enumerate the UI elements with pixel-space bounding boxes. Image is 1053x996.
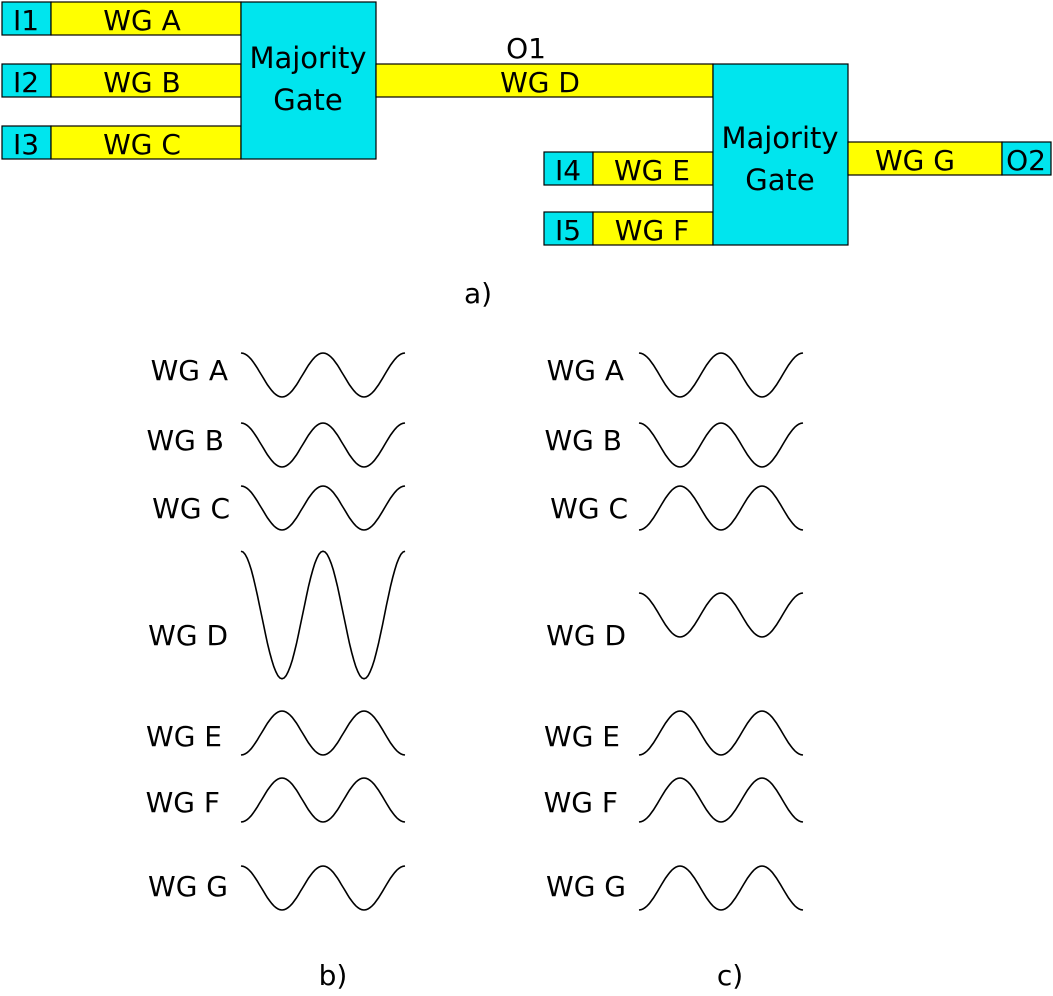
waveform-panel-b: WG A WG B WG C WG D WG E WG F WG G b) xyxy=(146,352,406,992)
port-i3-label: I3 xyxy=(13,128,39,161)
caption-c: c) xyxy=(717,959,743,992)
waveform-curve xyxy=(638,710,804,756)
waveform-label: WG A xyxy=(151,354,228,387)
output-o1-label: O1 xyxy=(506,32,546,65)
waveform-label: WG D xyxy=(148,619,228,652)
waveform-curve xyxy=(638,485,804,531)
majority-gate-2 xyxy=(712,63,849,246)
waveform-curve xyxy=(638,422,804,468)
waveform-curve xyxy=(240,777,406,823)
waveform-curve xyxy=(240,422,406,468)
port-o2 xyxy=(1001,141,1052,176)
circuit-diagram: I1 WG A I2 WG B I3 WG C Majority Gate O1… xyxy=(1,1,1052,310)
port-i3 xyxy=(1,125,52,160)
waveguide-d-label: WG D xyxy=(500,66,580,99)
waveguide-e-label: WG E xyxy=(614,154,690,187)
majority-gate-1-label-line2: Gate xyxy=(273,83,342,117)
waveform-curve xyxy=(240,865,406,911)
waveform-curve xyxy=(638,592,804,638)
waveform-label: WG B xyxy=(147,424,225,457)
port-i4 xyxy=(543,151,594,186)
waveform-curve xyxy=(240,352,406,398)
waveguide-g xyxy=(847,141,1003,176)
waveform-curve xyxy=(240,485,406,531)
waveform-label: WG A xyxy=(547,354,624,387)
waveguide-b-label: WG B xyxy=(103,66,181,99)
port-i1 xyxy=(1,1,52,36)
waveguide-a xyxy=(50,1,242,36)
waveform-curve xyxy=(638,777,804,823)
port-o2-label: O2 xyxy=(1006,144,1046,177)
waveform-curve xyxy=(240,550,406,680)
port-i1-label: I1 xyxy=(13,4,39,37)
port-i4-label: I4 xyxy=(555,154,581,187)
majority-gate-2-label-line2: Gate xyxy=(745,163,814,197)
waveform-curve xyxy=(638,352,804,398)
majority-gate-2-label-line1: Majority xyxy=(721,121,838,155)
port-i2 xyxy=(1,63,52,98)
waveform-label: WG C xyxy=(550,492,628,525)
waveguide-c-label: WG C xyxy=(103,128,181,161)
waveform-label: WG E xyxy=(146,720,222,753)
waveform-label: WG D xyxy=(546,619,626,652)
majority-gate-1-label-line1: Majority xyxy=(249,41,366,75)
waveform-label: WG G xyxy=(148,870,228,903)
waveform-label: WG F xyxy=(544,786,618,819)
caption-b: b) xyxy=(319,959,348,992)
waveguide-f-label: WG F xyxy=(615,214,689,247)
waveform-label: WG G xyxy=(546,870,626,903)
waveguide-d xyxy=(375,63,714,98)
waveform-panel-c: WG A WG B WG C WG D WG E WG F WG G c) xyxy=(544,352,804,992)
waveform-label: WG B xyxy=(545,424,623,457)
waveguide-c xyxy=(50,125,242,160)
port-i2-label: I2 xyxy=(13,66,39,99)
port-i5-label: I5 xyxy=(555,214,581,247)
waveform-label: WG F xyxy=(146,786,220,819)
waveguide-g-label: WG G xyxy=(875,144,955,177)
waveform-curve xyxy=(638,865,804,911)
waveform-label: WG C xyxy=(152,492,230,525)
waveguide-e xyxy=(592,151,714,186)
caption-a: a) xyxy=(464,277,492,310)
waveform-curve xyxy=(240,710,406,756)
majority-gate-1 xyxy=(240,1,377,160)
waveform-label: WG E xyxy=(544,720,620,753)
waveguide-a-label: WG A xyxy=(103,4,180,37)
port-i5 xyxy=(543,211,594,246)
